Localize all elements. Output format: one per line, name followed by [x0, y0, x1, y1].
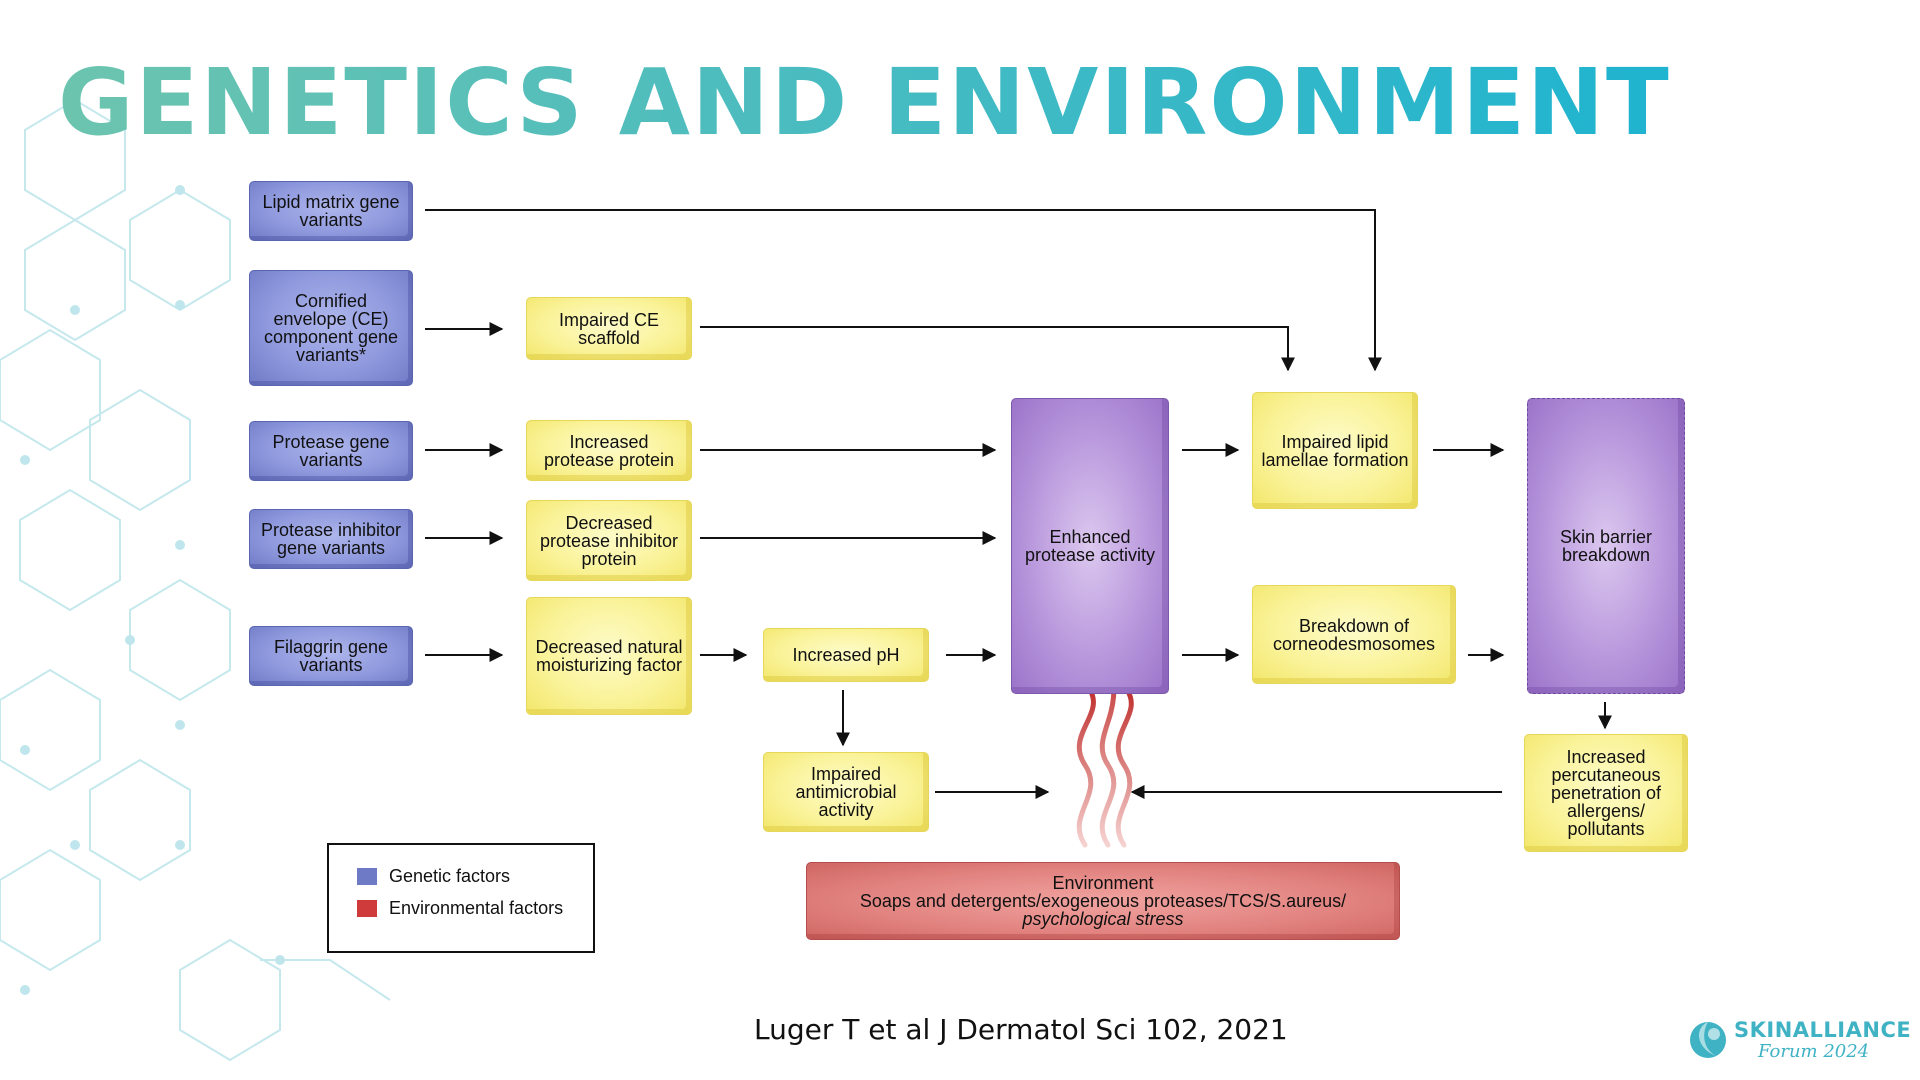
- environmental-swatch: [357, 900, 377, 917]
- citation: Luger T et al J Dermatol Sci 102, 2021: [754, 1013, 1288, 1046]
- protease-gene-box: Protease gene variants: [249, 421, 413, 481]
- page-title: GENETICS AND ENVIRONMENT: [58, 49, 1671, 156]
- arrow-lipid-to-lamellae: [425, 209, 1382, 372]
- increased-penetration-box: Increased percutaneous penetration of al…: [1524, 734, 1688, 852]
- decreased-protease-inhibitor-box: Decreased protease inhibitor protein: [526, 500, 692, 581]
- arrow-scaffold-to-lamellae: [700, 326, 1295, 372]
- legend-environmental-label: Environmental factors: [389, 898, 564, 918]
- legend-genetic-label: Genetic factors: [389, 866, 511, 886]
- legend: Genetic factors Environmental factors: [327, 843, 595, 953]
- impaired-lipid-lamellae-box: Impaired lipid lamellae formation: [1252, 392, 1418, 509]
- environment-box: Environment Soaps and detergents/exogene…: [806, 862, 1400, 940]
- increased-ph-box: Increased pH: [763, 628, 929, 682]
- environment-stress-line: psychological stress: [1022, 909, 1184, 929]
- logo-wordmark: SKINALLIANCE: [1734, 1018, 1912, 1042]
- skin-barrier-breakdown-box: Skin barrier breakdown: [1527, 398, 1685, 694]
- skinalliance-swirl-icon: [1690, 1022, 1726, 1058]
- cornified-envelope-box: Cornified envelope (CE) component gene v…: [249, 270, 413, 386]
- filaggrin-gene-box: Filaggrin gene variants: [249, 626, 413, 686]
- environment-factors-line: Soaps and detergents/exogeneous protease…: [859, 891, 1347, 911]
- hexagon-background-pattern: [0, 98, 391, 1062]
- legend-environmental: Environmental factors: [357, 898, 563, 919]
- legend-genetic: Genetic factors: [357, 866, 510, 887]
- protease-inhibitor-gene-box: Protease inhibitor gene variants: [249, 509, 413, 569]
- skinalliance-logo: SKINALLIANCE Forum 2024: [1686, 1016, 1911, 1066]
- heat-wave-icon: [1076, 657, 1134, 848]
- lipid-matrix-box: Lipid matrix gene variants: [249, 181, 413, 241]
- environment-heading: Environment: [1052, 873, 1154, 893]
- decreased-nmf-box: Decreased natural moisturizing factor: [526, 597, 692, 715]
- increased-protease-protein-box: Increased protease protein: [526, 420, 692, 481]
- impaired-antimicrobial-box: Impaired antimicrobial activity: [763, 752, 929, 832]
- breakdown-corneodesmosomes-box: Breakdown of corneodesmosomes: [1252, 585, 1456, 684]
- impaired-ce-scaffold-box: Impaired CE scaffold: [526, 297, 692, 360]
- genetic-swatch: [357, 868, 377, 885]
- enhanced-protease-box: Enhanced protease activity: [1011, 398, 1169, 694]
- logo-subtitle: Forum 2024: [1758, 1041, 1870, 1062]
